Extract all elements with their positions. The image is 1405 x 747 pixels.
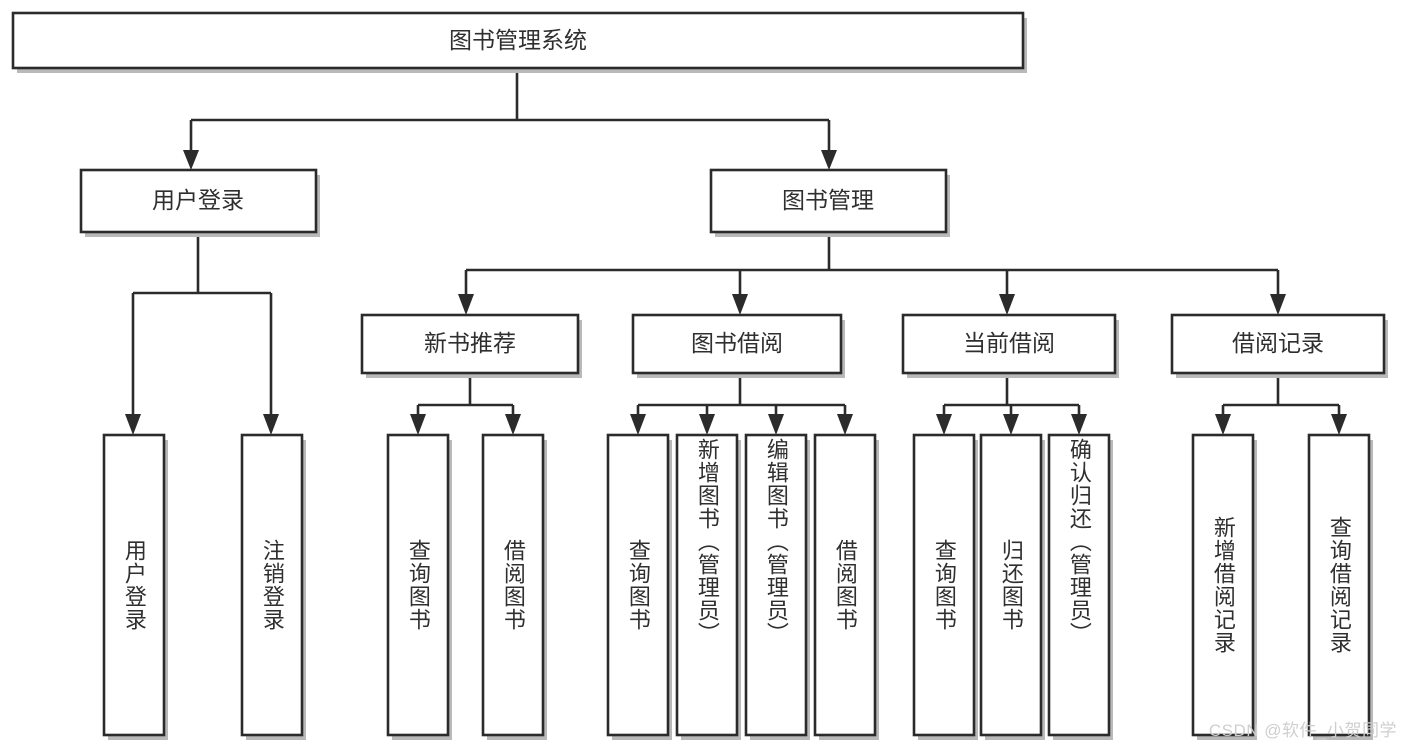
- arrow-head-current-leaf-1: [936, 414, 952, 435]
- leaf-current-borrow-1[interactable]: [912, 433, 978, 740]
- node-borrow-record[interactable]: 借阅记录: [1170, 313, 1388, 378]
- arrow-head-current-leaf-3: [1071, 414, 1087, 435]
- leaf-current-borrow-2[interactable]: [979, 433, 1045, 740]
- arrow-head-login: [183, 150, 199, 170]
- arrow-head-borrow-leaf-3: [768, 414, 784, 435]
- node-book-management[interactable]: 图书管理: [709, 168, 950, 237]
- node-book-borrow-label: 图书借阅: [691, 330, 783, 356]
- arrow-head-bookmgmt: [821, 150, 837, 170]
- arrow-head-record-leaf-2: [1331, 414, 1347, 435]
- leaf-user-login-1[interactable]: [102, 433, 168, 740]
- leaf-borrow-record-1[interactable]: [1191, 433, 1257, 740]
- node-current-borrow[interactable]: 当前借阅: [901, 313, 1119, 378]
- leaf-book-borrow-4[interactable]: [813, 433, 879, 740]
- node-borrow-record-label: 借阅记录: [1232, 330, 1324, 356]
- node-new-book-recommend[interactable]: 新书推荐: [360, 313, 582, 378]
- arrow-head-level3-2: [732, 294, 748, 315]
- leaf-book-borrow-2[interactable]: [675, 433, 741, 740]
- arrow-head-level3-4: [1270, 294, 1286, 315]
- leaf-borrow-record-2[interactable]: [1307, 433, 1373, 740]
- arrow-head-level3-1: [458, 294, 474, 315]
- leaf-book-borrow-3[interactable]: [744, 433, 810, 740]
- node-current-borrow-label: 当前借阅: [963, 330, 1055, 356]
- arrow-head-newbook-leaf-2: [505, 414, 521, 435]
- node-book-borrow[interactable]: 图书借阅: [631, 313, 845, 378]
- leaf-new-book-2[interactable]: [481, 433, 547, 740]
- arrow-head-current-leaf-2: [1003, 414, 1019, 435]
- node-root[interactable]: 图书管理系统: [11, 11, 1027, 73]
- arrow-head-level3-3: [999, 294, 1015, 315]
- node-new-book-recommend-label: 新书推荐: [424, 330, 516, 356]
- leaf-current-borrow-3[interactable]: [1047, 433, 1113, 740]
- node-user-login-label: 用户登录: [152, 187, 244, 213]
- arrow-head-login-leaf-1: [125, 414, 141, 435]
- arrow-head-newbook-leaf-1: [410, 414, 426, 435]
- node-book-management-label: 图书管理: [782, 187, 874, 213]
- node-root-label: 图书管理系统: [449, 27, 587, 53]
- arrow-head-record-leaf-1: [1215, 414, 1231, 435]
- arrow-head-borrow-leaf-4: [837, 414, 853, 435]
- leaf-user-login-2[interactable]: [240, 433, 306, 740]
- arrow-head-borrow-leaf-2: [699, 414, 715, 435]
- node-user-login[interactable]: 用户登录: [79, 168, 320, 237]
- leaf-book-borrow-1[interactable]: [606, 433, 672, 740]
- arrow-head-login-leaf-2: [263, 414, 279, 435]
- leaf-new-book-1[interactable]: [386, 433, 452, 740]
- arrow-head-borrow-leaf-1: [630, 414, 646, 435]
